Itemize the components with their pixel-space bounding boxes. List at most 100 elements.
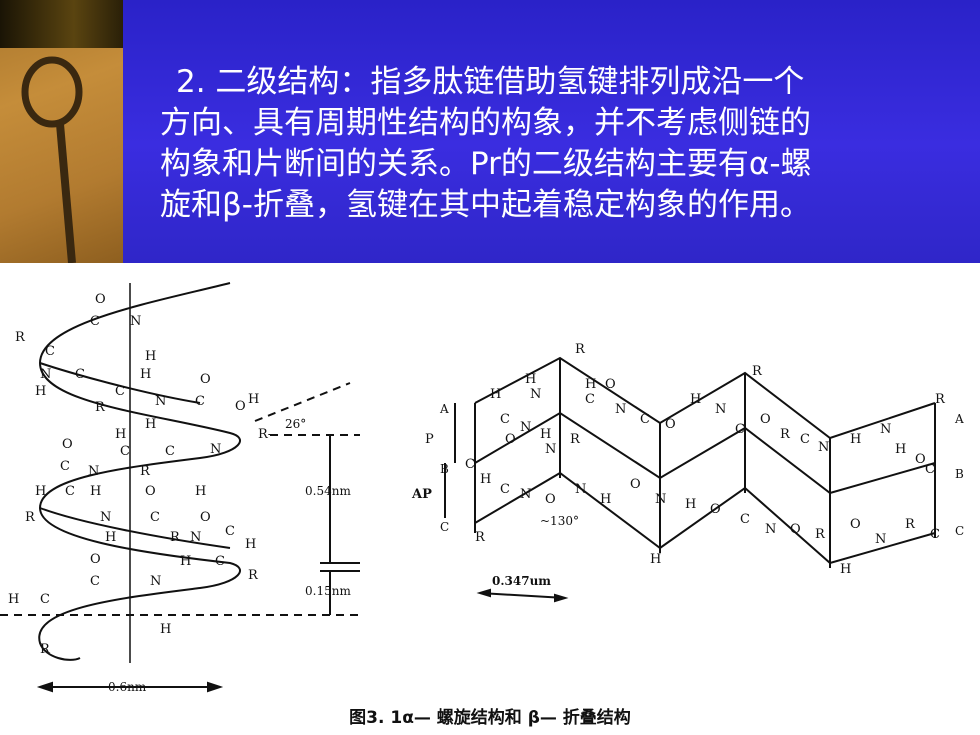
svg-text:C: C	[465, 457, 475, 472]
svg-text:N: N	[88, 464, 99, 479]
svg-text:H: H	[490, 387, 501, 402]
svg-text:C: C	[120, 444, 130, 459]
svg-text:C: C	[930, 527, 940, 542]
svg-text:N: N	[615, 402, 626, 417]
svg-text:R: R	[15, 330, 26, 345]
svg-text:N: N	[520, 487, 531, 502]
slide-paragraph: 2. 二级结构：指多肽链借助氢键排列成沿一个 方向、具有周期性结构的构象，并不考…	[160, 62, 960, 226]
decorative-photo	[0, 0, 123, 263]
svg-text:H: H	[525, 372, 536, 387]
svg-text:R: R	[40, 642, 51, 657]
parallel-label: P	[425, 432, 434, 447]
svg-text:O: O	[200, 510, 211, 525]
svg-text:N: N	[130, 314, 141, 329]
svg-text:R-: R-	[258, 427, 272, 442]
svg-text:N: N	[155, 394, 166, 409]
svg-text:O: O	[545, 492, 556, 507]
svg-text:N: N	[520, 420, 531, 435]
helix-angle-label: 26°	[285, 417, 306, 431]
svg-text:H: H	[685, 497, 696, 512]
svg-text:C: C	[115, 384, 125, 399]
strand-a-right: A	[954, 412, 964, 426]
svg-text:C: C	[65, 484, 75, 499]
strand-c-right: C	[955, 524, 964, 538]
svg-text:H: H	[650, 552, 661, 567]
alpha-helix-drawing	[0, 282, 360, 693]
svg-text:H: H	[480, 472, 491, 487]
svg-text:O: O	[760, 412, 771, 427]
svg-text:C: C	[75, 367, 85, 382]
key-ring-image	[21, 56, 83, 263]
figure-caption: 图3. 1α— 螺旋结构和 β— 折叠结构	[349, 708, 631, 728]
svg-text:H: H	[105, 530, 116, 545]
svg-text:R: R	[935, 392, 946, 407]
svg-text:N: N	[210, 442, 221, 457]
svg-text:R: R	[752, 364, 763, 379]
svg-text:N: N	[880, 422, 891, 437]
svg-text:C: C	[215, 554, 225, 569]
svg-text:C: C	[585, 392, 595, 407]
svg-text:R: R	[248, 568, 259, 583]
svg-text:N: N	[150, 574, 161, 589]
svg-text:N: N	[190, 530, 201, 545]
strand-b-right: B	[955, 467, 964, 481]
svg-text:R: R	[815, 527, 826, 542]
svg-text:N: N	[715, 402, 726, 417]
svg-text:C: C	[45, 344, 55, 359]
svg-text:R: R	[475, 530, 486, 545]
svg-text:C: C	[40, 592, 50, 607]
svg-text:R: R	[780, 427, 791, 442]
paragraph-line-2: 方向、具有周期性结构的构象，并不考虑侧链的	[160, 105, 811, 141]
svg-text:C: C	[740, 512, 750, 527]
paragraph-line-4: 旋和β-折叠，氢键在其中起着稳定构象的作用。	[160, 187, 811, 223]
svg-text:O: O	[62, 437, 73, 452]
svg-text:H: H	[35, 384, 46, 399]
svg-text:R: R	[575, 342, 586, 357]
sheet-angle-label: ~130°	[540, 514, 579, 528]
svg-text:N: N	[575, 482, 586, 497]
svg-text:O: O	[145, 484, 156, 499]
svg-text:C: C	[800, 432, 810, 447]
svg-text:H: H	[8, 592, 19, 607]
paragraph-line-1: 2. 二级结构：指多肽链借助氢键排列成沿一个	[176, 64, 805, 100]
svg-text:H: H	[145, 417, 156, 432]
svg-text:C: C	[90, 314, 100, 329]
svg-text:R: R	[170, 530, 181, 545]
svg-text:H: H	[245, 537, 256, 552]
helix-rise-label: 0.15nm	[305, 584, 351, 598]
svg-text:H: H	[140, 367, 151, 382]
svg-text:O: O	[915, 452, 926, 467]
svg-text:N: N	[818, 440, 829, 455]
svg-text:O: O	[790, 522, 801, 537]
svg-text:H: H	[180, 554, 191, 569]
svg-text:C: C	[500, 412, 510, 427]
svg-text:N: N	[100, 510, 111, 525]
helix-pitch-label: 0.54nm	[305, 484, 351, 498]
svg-text:N: N	[40, 367, 51, 382]
svg-text:C: C	[195, 394, 205, 409]
svg-text:H: H	[248, 392, 259, 407]
svg-text:C: C	[60, 459, 70, 474]
svg-text:H: H	[35, 484, 46, 499]
svg-text:H: H	[115, 427, 126, 442]
svg-text:H: H	[690, 392, 701, 407]
header-banner	[0, 0, 980, 263]
svg-text:O: O	[90, 552, 101, 567]
svg-text:O: O	[95, 292, 106, 307]
svg-text:C: C	[735, 422, 745, 437]
svg-text:R: R	[570, 432, 581, 447]
svg-text:C: C	[165, 444, 175, 459]
svg-text:H: H	[540, 427, 551, 442]
paragraph-line-3: 构象和片断间的关系。Pr的二级结构主要有α-螺	[160, 146, 812, 182]
svg-text:O: O	[710, 502, 721, 517]
svg-text:C: C	[500, 482, 510, 497]
strand-a-left: A	[439, 402, 449, 416]
beta-sheet-drawing	[444, 356, 936, 603]
svg-text:N: N	[655, 492, 666, 507]
svg-text:N: N	[765, 522, 776, 537]
svg-text:O: O	[505, 432, 516, 447]
helix-diameter-label: 0.6nm	[108, 680, 147, 694]
